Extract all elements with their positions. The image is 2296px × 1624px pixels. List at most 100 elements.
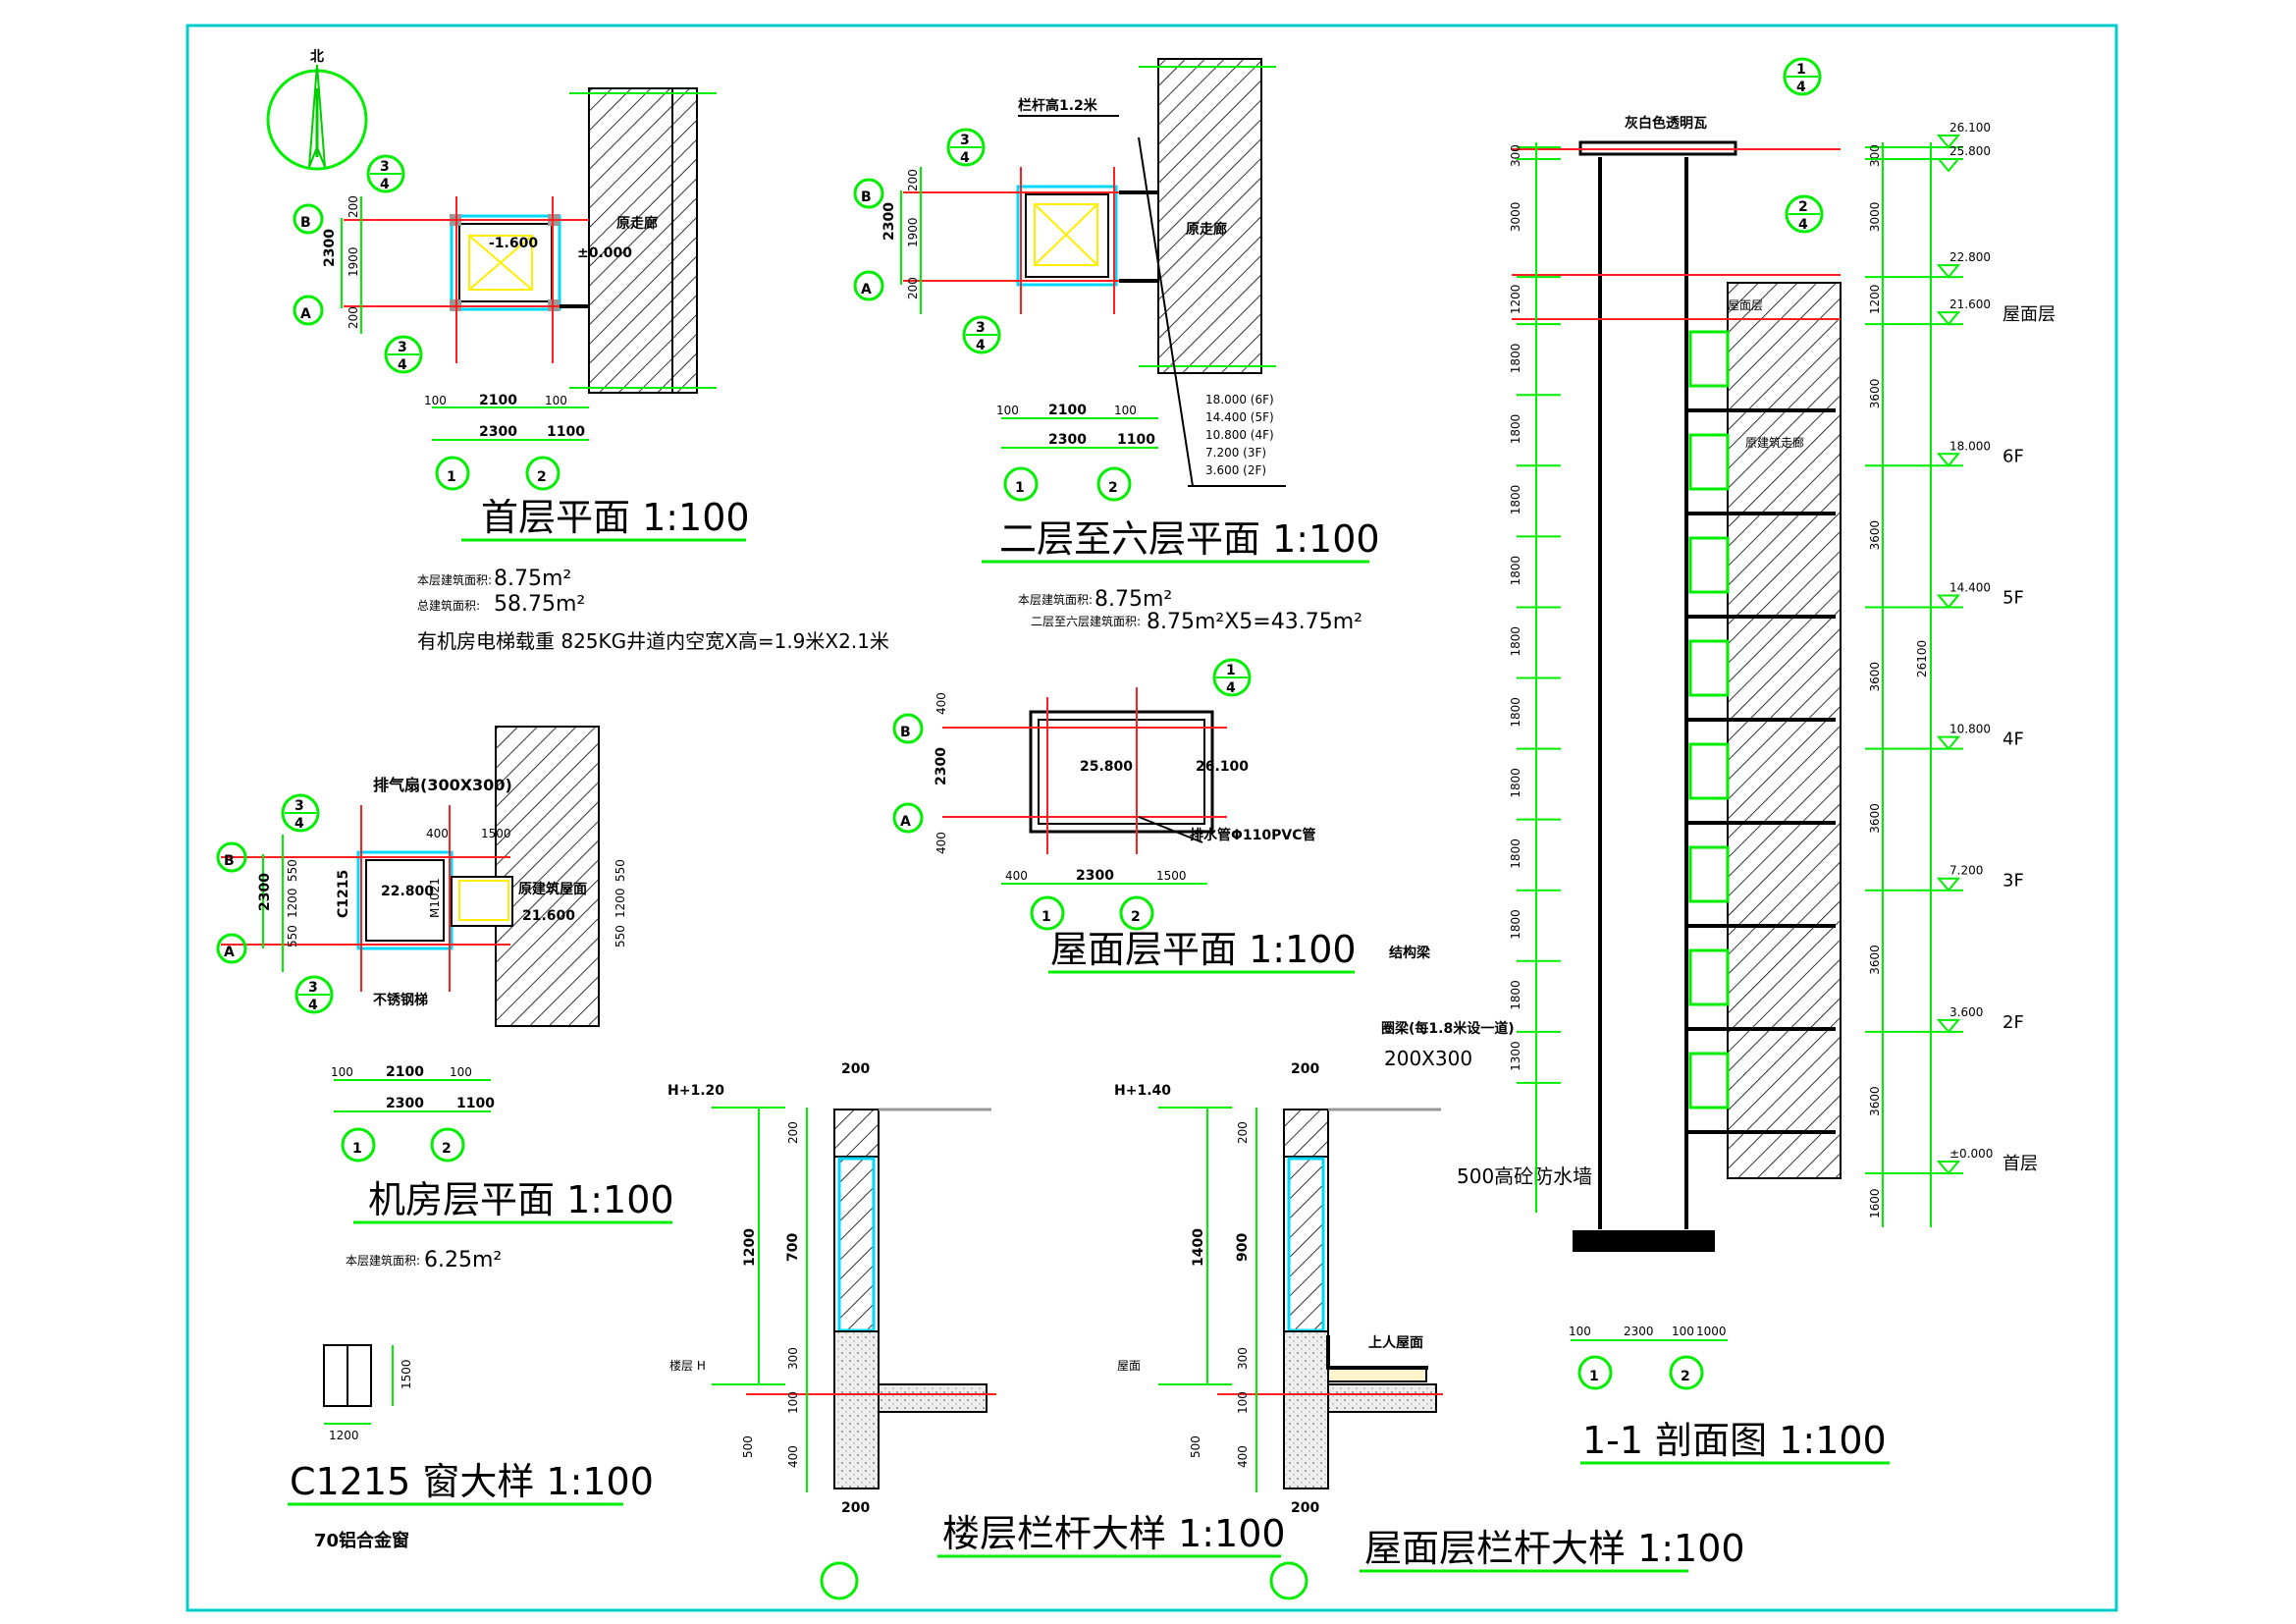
- plan1-floor-level: ±0.000: [577, 245, 632, 261]
- plan3-vent-label: 排气扇(300X300): [373, 776, 512, 794]
- plan1-dim-b4: 2300: [479, 424, 517, 440]
- plan1-axis-2: 2: [537, 469, 547, 485]
- section-right-dim: 3600: [1868, 1086, 1882, 1116]
- rail1-dim-top: 200: [841, 1061, 870, 1077]
- section-callout2-num: 2: [1798, 199, 1808, 215]
- rail2-dim-p1: 200: [1236, 1121, 1250, 1144]
- plan3-axis-B: B: [224, 853, 235, 869]
- section-floor-cell: [1688, 330, 1730, 388]
- section-right-dim: 300: [1868, 144, 1882, 167]
- section-level-floor: 3F: [2002, 871, 2024, 892]
- section-total-dim: 26100: [1915, 640, 1929, 677]
- section-ringbeam-size: 200X300: [1384, 1047, 1472, 1070]
- section-level-marker: [1936, 1018, 1961, 1034]
- section-level-value: 22.800: [1949, 250, 1991, 264]
- plan1-dim-left-2: 1900: [347, 246, 360, 277]
- plan-floors-2-6: 栏杆高1.2米 原走廊 18.000 (6F) 14.400 (5F) 10.8…: [853, 58, 1380, 634]
- section-level-value: 3.600: [1949, 1005, 1983, 1019]
- plan1-section-bot-num: 3: [398, 340, 407, 355]
- plan-machine-room: 排气扇(300X300) 原建筑屋面 C1215 M1021 22.800 21…: [216, 726, 674, 1272]
- plan3-dim-left-3: 550: [286, 925, 299, 947]
- plan3-roof-level: 21.600: [522, 908, 575, 924]
- plan1-pit-level: -1.600: [489, 236, 538, 251]
- section-floor-cell: [1688, 948, 1730, 1006]
- plan4-section-num: 1: [1226, 663, 1236, 678]
- plan3-axis-2: 2: [442, 1141, 452, 1157]
- rail1-dim-p5: 500: [741, 1435, 755, 1458]
- plan3-section-bot-den: 4: [308, 998, 318, 1013]
- plan2-dim-left-2: 1900: [906, 217, 920, 247]
- plan4-drain-label: 排水管Φ110PVC管: [1190, 827, 1316, 843]
- plan1-dim-left-3: 200: [347, 306, 360, 329]
- section-title: 1-1 剖面图 1:100: [1582, 1419, 1887, 1462]
- section-right-dim: 3600: [1868, 520, 1882, 551]
- plan3-dim-b5: 1100: [456, 1096, 495, 1111]
- plan1-elevator-note: 有机房电梯载重 825KG井道内空宽X高=1.9米X2.1米: [417, 629, 889, 653]
- section-left-dim: 1800: [1509, 556, 1522, 586]
- plan3-title: 机房层平面 1:100: [368, 1178, 674, 1221]
- section-level-value: 21.600: [1949, 298, 1991, 311]
- plan3-door-tag: M1021: [428, 878, 442, 918]
- rail-detail-floor: H+1.20 楼层 H 200 200 1200 200 700 300 100…: [667, 1061, 1286, 1600]
- plan2-axis-B: B: [861, 189, 872, 205]
- section-right-dim: 1200: [1868, 285, 1882, 315]
- rail1-dim-p6: 400: [786, 1445, 800, 1468]
- rail1-dim-p2: 700: [785, 1233, 801, 1262]
- plan4-level-out: 26.100: [1196, 759, 1249, 775]
- plan2-axis-1: 1: [1015, 480, 1025, 496]
- section-level-floor: 首层: [2002, 1154, 2038, 1174]
- plan3-window-tag: C1215: [336, 870, 351, 918]
- section-axis-1: 1: [1589, 1369, 1599, 1384]
- plan2-area-label: 本层建筑面积:: [1018, 592, 1093, 607]
- plan2-level-3: 7.200 (3F): [1205, 446, 1266, 460]
- rail2-dim-p6: 400: [1236, 1445, 1250, 1468]
- plan1-corridor-label: 原走廊: [616, 215, 658, 232]
- plan1-section-bot-den: 4: [398, 357, 407, 373]
- plan1-axis-B: B: [300, 215, 311, 231]
- plan-roof: 25.800 26.100 排水管Φ110PVC管 400 2300 400 4…: [892, 658, 1357, 974]
- plan4-title: 屋面层平面 1:100: [1050, 928, 1357, 971]
- section-left-dim: 1800: [1509, 414, 1522, 445]
- plan2-total-value: 8.75m²X5=43.75m²: [1147, 610, 1362, 634]
- section-top-label: 灰白色透明瓦: [1625, 115, 1707, 132]
- plan1-axis-A: A: [300, 306, 311, 322]
- window-detail-note: 70铝合金窗: [314, 1530, 409, 1551]
- plan3-dim-b1: 100: [331, 1065, 353, 1079]
- section-right-dim: 3600: [1868, 379, 1882, 409]
- plan3-dim-top-2: 1500: [481, 827, 511, 840]
- section-level-value: 18.000: [1949, 439, 1991, 453]
- section-generated: 3003000120018001800180018001800180018001…: [1509, 121, 2056, 1218]
- section-floor-cell: [1688, 639, 1730, 697]
- window-detail-title: C1215 窗大样 1:100: [290, 1460, 654, 1503]
- section-level-value: 26.100: [1949, 121, 1991, 135]
- plan3-dim-b3: 100: [450, 1065, 472, 1079]
- section-level-value: 14.400: [1949, 580, 1991, 594]
- section-level-marker: [1936, 1161, 1961, 1175]
- rail2-dim-p4: 100: [1236, 1391, 1250, 1414]
- section-footing-label: 500高砼防水墙: [1457, 1164, 1592, 1188]
- window-width-dim: 1200: [329, 1429, 359, 1442]
- section-1-1: 灰白色透明瓦 屋面层 原建筑走廊 结构梁 圈梁(每1.8米设一道) 200X30…: [1381, 57, 2056, 1465]
- plan1-section-top-den: 4: [380, 177, 390, 192]
- rail2-dim-bottom: 200: [1291, 1500, 1319, 1516]
- section-callout1-num: 1: [1796, 62, 1806, 78]
- section-dim-b2: 2300: [1624, 1325, 1654, 1338]
- section-level-marker: [1936, 735, 1961, 751]
- plan4-dim-b1: 400: [1005, 869, 1028, 883]
- plan4-dim-left-2: 2300: [934, 747, 949, 785]
- plan1-area-label: 本层建筑面积:: [417, 572, 492, 587]
- section-floor-cell: [1688, 1052, 1730, 1110]
- plan1-dim-left-1: 200: [347, 195, 360, 218]
- plan1-dim-b5: 1100: [547, 424, 585, 440]
- plan1-section-top-num: 3: [380, 159, 390, 175]
- plan4-axis-2: 2: [1131, 909, 1141, 925]
- plan2-dim-b1: 100: [996, 404, 1019, 417]
- section-level-marker: [1936, 877, 1961, 893]
- rail1-dim-bottom: 200: [841, 1500, 870, 1516]
- rail2-dim-top: 200: [1291, 1061, 1319, 1077]
- window-height-dim: 1500: [400, 1359, 413, 1389]
- section-corridor-label: 原建筑走廊: [1745, 435, 1804, 450]
- plan3-area-value: 6.25m²: [424, 1248, 502, 1272]
- rail2-dim-p2: 900: [1235, 1233, 1251, 1262]
